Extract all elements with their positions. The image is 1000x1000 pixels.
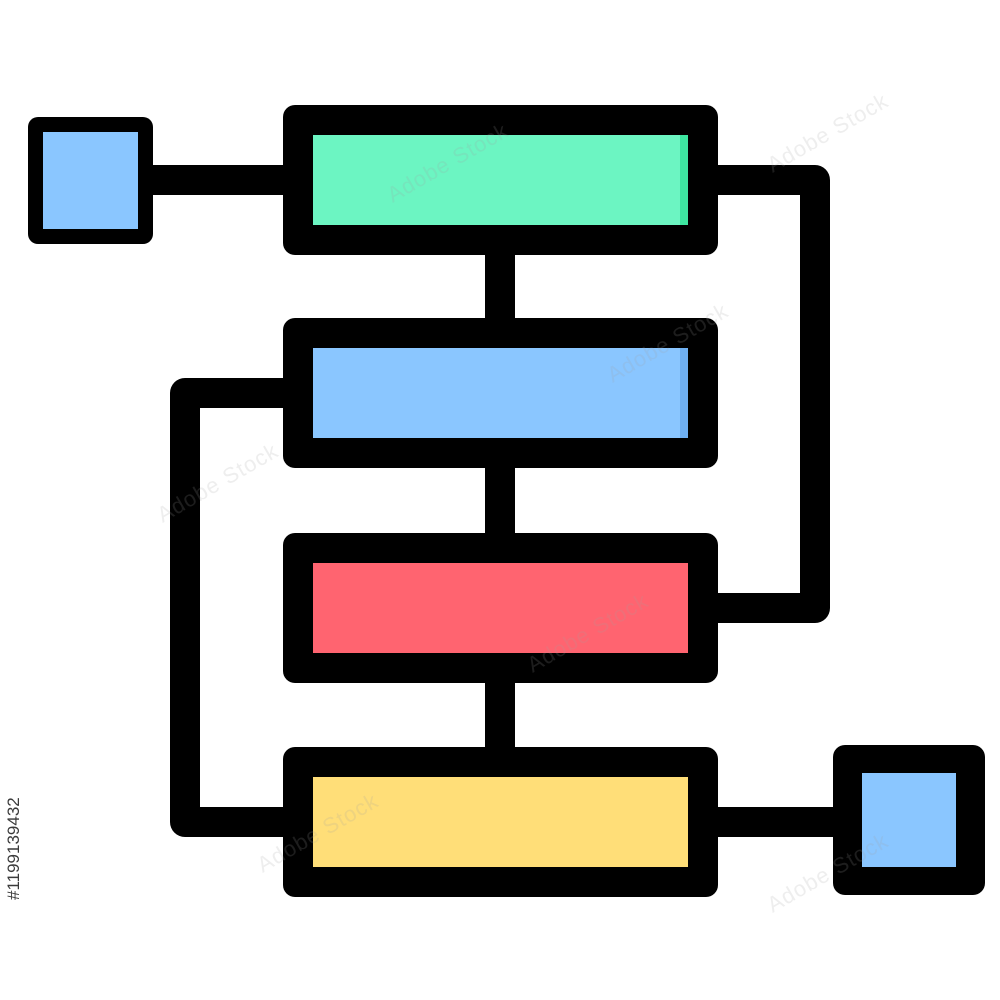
- process-bar-yellow: [283, 747, 718, 897]
- process-bar-green: [283, 105, 718, 255]
- stock-id-label: #1199139432: [4, 797, 23, 900]
- connectors: [150, 165, 848, 837]
- connector-top-bar-to-red-bar-loop: [702, 165, 830, 623]
- process-bar-red: [283, 533, 718, 683]
- connector-blue-bar-to-yellow-bar-loop: [170, 378, 298, 837]
- left-node: [28, 117, 153, 244]
- right-node: [833, 745, 985, 895]
- process-bar-blue: [283, 318, 718, 468]
